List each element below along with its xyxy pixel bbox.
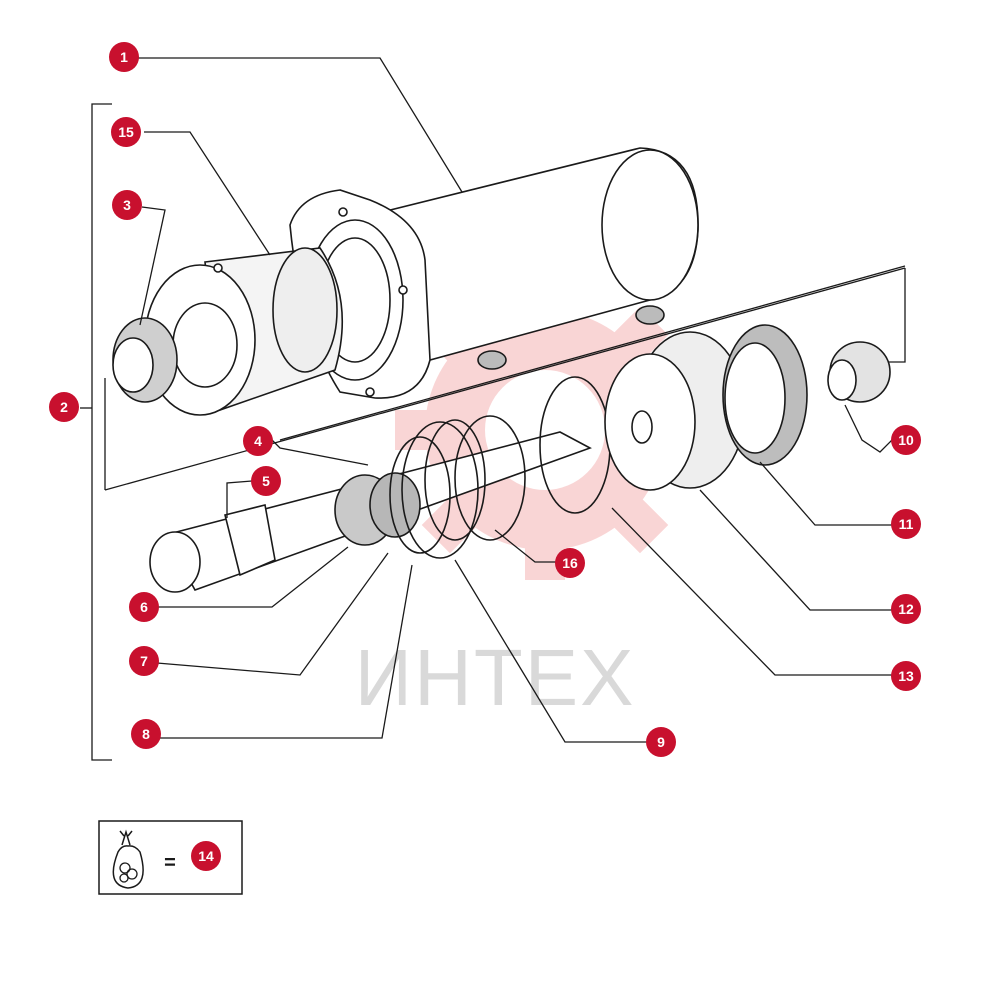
group-bracket	[91, 103, 112, 761]
callout-11: 11	[891, 509, 921, 539]
svg-text:6: 6	[140, 599, 148, 615]
svg-text:13: 13	[898, 668, 914, 684]
callout-6: 6	[129, 592, 159, 622]
callout-14: 14	[191, 841, 221, 871]
svg-text:4: 4	[254, 433, 262, 449]
rod-group-bracket-top	[279, 265, 906, 441]
callout-12: 12	[891, 594, 921, 624]
seal-kit-bag-icon	[112, 829, 144, 889]
svg-text:2: 2	[60, 399, 68, 415]
svg-text:10: 10	[898, 432, 914, 448]
kit-legend: = 14	[98, 820, 243, 895]
callout-3: 3	[112, 190, 142, 220]
callout-8: 8	[131, 719, 161, 749]
piston-ring-set	[389, 419, 486, 559]
callout-15: 15	[111, 117, 141, 147]
lock-nut	[827, 341, 891, 403]
callout-4: 4	[243, 426, 273, 456]
wiper-seal	[112, 317, 178, 403]
svg-text:8: 8	[142, 726, 150, 742]
cylinder-head	[144, 247, 344, 416]
o-ring	[454, 415, 526, 541]
callout-9: 9	[646, 727, 676, 757]
leader-lines	[138, 57, 893, 743]
svg-text:9: 9	[657, 734, 665, 750]
callout-5: 5	[251, 466, 281, 496]
svg-text:12: 12	[898, 601, 914, 617]
callout-13: 13	[891, 661, 921, 691]
piston-rod	[149, 431, 592, 593]
svg-text:1: 1	[120, 49, 128, 65]
svg-text:3: 3	[123, 197, 131, 213]
svg-text:7: 7	[140, 653, 148, 669]
piston	[604, 331, 746, 491]
piston-seal	[722, 324, 808, 466]
svg-text:11: 11	[899, 516, 914, 532]
svg-text:16: 16	[562, 555, 578, 571]
svg-text:14: 14	[198, 848, 214, 864]
legend-equals: =	[164, 852, 176, 874]
rod-group-bracket	[104, 267, 906, 491]
callout-10: 10	[891, 425, 921, 455]
svg-text:5: 5	[262, 473, 270, 489]
callout-1: 1	[109, 42, 139, 72]
svg-text:15: 15	[118, 124, 134, 140]
callout-16: 16	[555, 548, 585, 578]
watermark-text: ИНТЕХ	[355, 633, 636, 722]
callout-2: 2	[49, 392, 79, 422]
callout-7: 7	[129, 646, 159, 676]
